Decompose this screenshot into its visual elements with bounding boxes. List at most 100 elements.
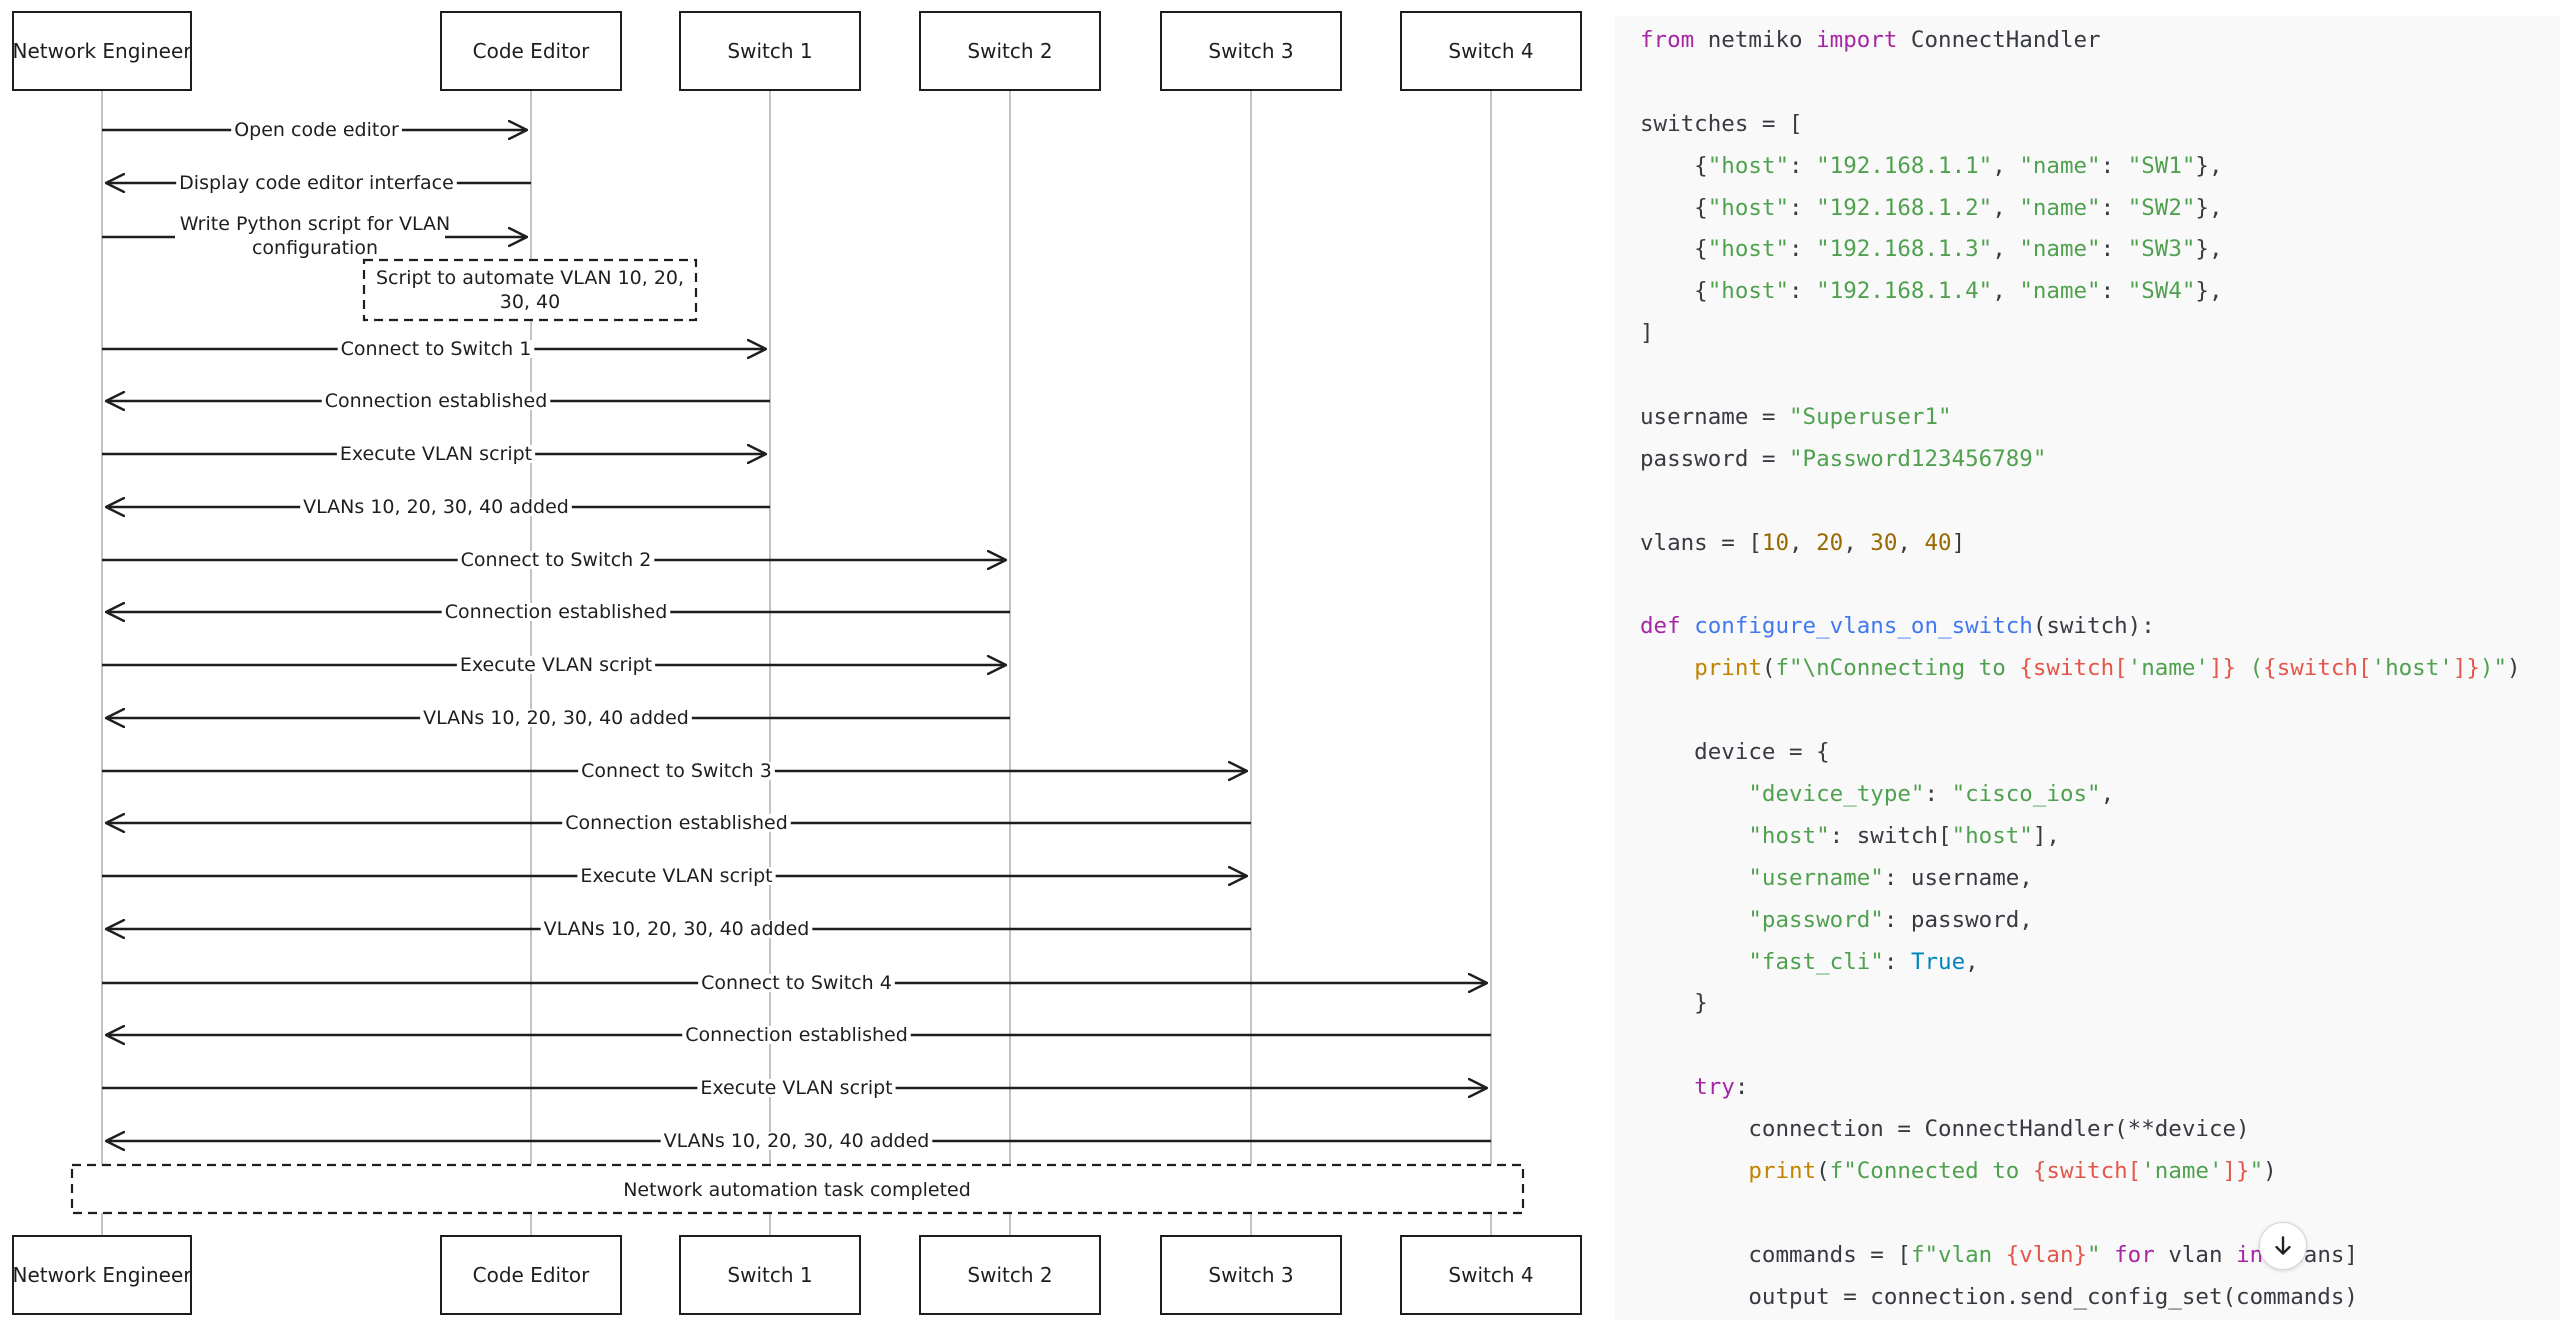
code-token: :	[2100, 152, 2128, 179]
participant-top-editor: Code Editor	[440, 11, 622, 91]
code-token: "	[2249, 1158, 2264, 1185]
message-label: Execute VLAN script	[460, 654, 652, 676]
code-token: (	[2236, 655, 2264, 682]
code-token: "device_type"	[1748, 781, 1925, 808]
code-token: output = connection.send_config_set(comm…	[1640, 1283, 2358, 1310]
arrow-down-icon	[2275, 1236, 2291, 1255]
message-arrow: VLANs 10, 20, 30, 40 added	[106, 707, 1010, 729]
code-line: device = {	[1640, 732, 2521, 774]
code-token: try	[1694, 1074, 1735, 1101]
code-token: },	[2195, 278, 2223, 305]
message-label: Connection established	[325, 390, 548, 412]
note-label: Network automation task completed	[623, 1179, 971, 1201]
code-token: 10	[1761, 529, 1790, 556]
message-arrow: Open code editor	[102, 119, 527, 141]
code-token: : switch[	[1829, 822, 1952, 849]
code-token: "192.168.1.2"	[1816, 194, 1993, 221]
code-token: {switch[	[2032, 1158, 2142, 1185]
message-label: Connection established	[685, 1024, 908, 1046]
code-token: ,	[1843, 529, 1871, 556]
participant-top-sw1: Switch 1	[679, 11, 861, 91]
code-token: {	[1640, 236, 1708, 263]
message-arrow: VLANs 10, 20, 30, 40 added	[106, 1130, 1491, 1152]
participant-label: Switch 1	[727, 1263, 812, 1287]
code-token: ]}	[2208, 655, 2237, 682]
code-listing: from netmiko import ConnectHandler switc…	[1640, 20, 2521, 1319]
code-token: ,	[1992, 278, 2020, 305]
participant-label: Switch 2	[967, 1263, 1052, 1287]
code-token: ,	[1992, 194, 2020, 221]
code-line: print(f"\nConnecting to {switch['name']}…	[1640, 648, 2520, 690]
code-line: "password": password,	[1640, 900, 2521, 942]
code-line: def configure_vlans_on_switch(switch):	[1640, 606, 2521, 648]
code-token: :	[1924, 781, 1952, 808]
code-token: "Superuser1"	[1789, 404, 1952, 431]
message-arrow: Execute VLAN script	[102, 865, 1247, 887]
message-label: Connect to Switch 1	[341, 338, 532, 360]
code-token: for	[2114, 1241, 2155, 1268]
code-token: (switch):	[2032, 613, 2155, 640]
code-token	[1640, 949, 1748, 975]
code-token: "password"	[1748, 906, 1884, 933]
code-token: {	[1640, 194, 1708, 221]
message-label: VLANs 10, 20, 30, 40 added	[544, 918, 810, 940]
participant-bottom-sw2: Switch 2	[919, 1235, 1101, 1315]
code-line	[1640, 355, 2521, 397]
code-token: :	[1789, 236, 1817, 263]
code-token: "	[2087, 1241, 2101, 1268]
code-token: ]	[1640, 320, 1654, 347]
code-token: "host"	[1951, 822, 2033, 849]
code-token: ]}	[2222, 1158, 2250, 1185]
code-line: {"host": "192.168.1.4", "name": "SW4"},	[1640, 271, 2521, 313]
code-token: "SW4"	[2127, 278, 2196, 305]
code-line: try:	[1640, 1067, 2521, 1109]
code-token: ConnectHandler	[1897, 27, 2101, 53]
note-completed: Network automation task completed	[70, 1163, 1525, 1215]
message-label: Display code editor interface	[179, 172, 454, 194]
message-arrow: Display code editor interface	[106, 172, 531, 194]
code-token: "host"	[1707, 194, 1790, 221]
code-token: (	[1816, 1158, 1830, 1185]
code-token: 40	[1924, 529, 1952, 556]
code-token: configure_vlans_on_switch	[1694, 613, 2033, 640]
code-token: f"\nConnecting to	[1775, 655, 2020, 682]
code-token	[1640, 907, 1748, 933]
code-token: :	[2100, 278, 2128, 305]
code-token	[1640, 781, 1748, 807]
code-token: },	[2195, 236, 2223, 263]
code-token: : password,	[1883, 906, 2033, 933]
note-script: Script to automate VLAN 10, 20,30, 40	[362, 258, 698, 322]
message-label: Execute VLAN script	[340, 443, 532, 465]
code-token: "host"	[1707, 152, 1790, 179]
code-token	[1640, 1074, 1694, 1100]
code-token: vlan	[2154, 1241, 2237, 1268]
code-token	[2101, 1242, 2115, 1268]
code-block: from netmiko import ConnectHandler switc…	[1615, 16, 2560, 1320]
participant-bottom-engineer: Network Engineer	[12, 1235, 192, 1315]
code-line: output = connection.send_config_set(comm…	[1640, 1277, 2521, 1319]
code-token: {vlan}	[2005, 1241, 2088, 1268]
code-line: "username": username,	[1640, 858, 2521, 900]
code-line: "device_type": "cisco_ios",	[1640, 774, 2521, 816]
code-token: device = {	[1640, 739, 1830, 766]
participant-bottom-sw3: Switch 3	[1160, 1235, 1342, 1315]
message-arrow: VLANs 10, 20, 30, 40 added	[106, 496, 770, 518]
code-token: {	[1640, 152, 1708, 179]
scroll-down-button[interactable]	[2259, 1222, 2307, 1270]
code-line: {"host": "192.168.1.2", "name": "SW2"},	[1640, 188, 2521, 230]
code-token: "username"	[1748, 864, 1884, 891]
code-token: netmiko	[1694, 27, 1817, 53]
message-arrow: Connection established	[106, 601, 1010, 623]
message-label: Connect to Switch 2	[461, 549, 652, 571]
code-line	[1640, 1025, 2521, 1067]
code-line: from netmiko import ConnectHandler	[1640, 20, 2521, 62]
code-token: "name"	[2019, 152, 2101, 179]
code-token: 30	[1870, 529, 1898, 556]
code-line	[1640, 690, 2521, 732]
code-line: {"host": "192.168.1.3", "name": "SW3"},	[1640, 229, 2521, 271]
code-token: "host"	[1707, 278, 1790, 305]
code-line: connection = ConnectHandler(**device)	[1640, 1109, 2521, 1151]
code-token: : username,	[1883, 864, 2033, 891]
code-token: "Password123456789"	[1789, 445, 2047, 472]
